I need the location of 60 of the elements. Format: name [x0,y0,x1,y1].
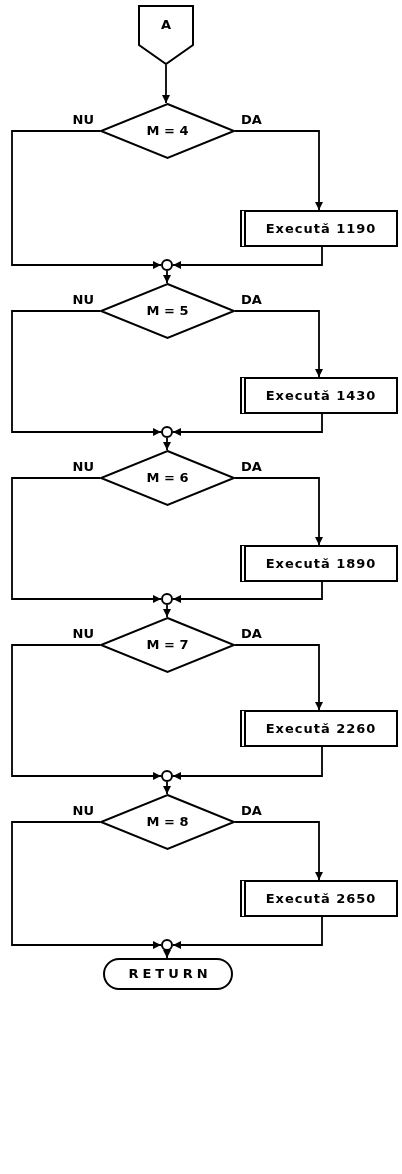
connector-arrow [172,246,323,269]
node-text: Execută 2650 [264,890,378,908]
connector-arrow [234,821,323,881]
condition-text: M = 8 [145,813,190,831]
edge-label: NU [72,626,94,641]
connector-arrow [172,746,323,780]
connector-arrow [163,270,171,284]
connector-arrow [11,477,162,603]
connector-arrow [163,781,171,795]
connector-arrow [11,130,162,269]
connector-arrow [172,413,323,436]
connector-arrow [172,581,323,603]
connector-circle [161,939,173,951]
connector-arrow [234,477,323,546]
process-box [240,377,398,414]
condition-text: M = 7 [145,636,190,654]
edge-label: DA [241,626,262,641]
condition-text: M = 5 [145,302,190,320]
node-text: A [159,16,173,34]
edge-label: NU [72,292,94,307]
process-box [240,880,398,917]
off-page-connector [138,5,194,65]
process-box [240,710,398,747]
edge-label: DA [241,803,262,818]
connector-circle [161,770,173,782]
connector-arrow [172,916,323,949]
node-text: Execută 1430 [264,387,378,405]
connector-arrow [163,604,171,618]
node-text: RETURN [127,965,213,983]
node-text: Execută 1190 [264,220,378,238]
connector-arrow [234,644,323,711]
decision-diamond [100,450,235,506]
decision-diamond [100,103,235,159]
edge-label: NU [72,459,94,474]
connector-arrow [11,821,162,949]
edge-label: NU [72,112,94,127]
edge-label: DA [241,112,262,127]
edge-label: NU [72,803,94,818]
decision-diamond [100,794,235,850]
connector-arrow [163,950,171,959]
connector-arrow [234,130,323,211]
edge-label: DA [241,459,262,474]
condition-text: M = 4 [145,122,190,140]
connector-arrow [234,310,323,378]
connector-arrow [162,64,170,104]
connector-circle [161,259,173,271]
connector-arrow [11,644,162,780]
edge-label: DA [241,292,262,307]
decision-diamond [100,617,235,673]
decision-diamond [100,283,235,339]
connector-circle [161,426,173,438]
connector-circle [161,593,173,605]
connector-arrow [163,437,171,451]
condition-text: M = 6 [145,469,190,487]
process-box [240,210,398,247]
node-text: Execută 1890 [264,555,378,573]
terminal-box [103,958,233,990]
process-box [240,545,398,582]
connector-arrow [11,310,162,436]
node-text: Execută 2260 [264,720,378,738]
